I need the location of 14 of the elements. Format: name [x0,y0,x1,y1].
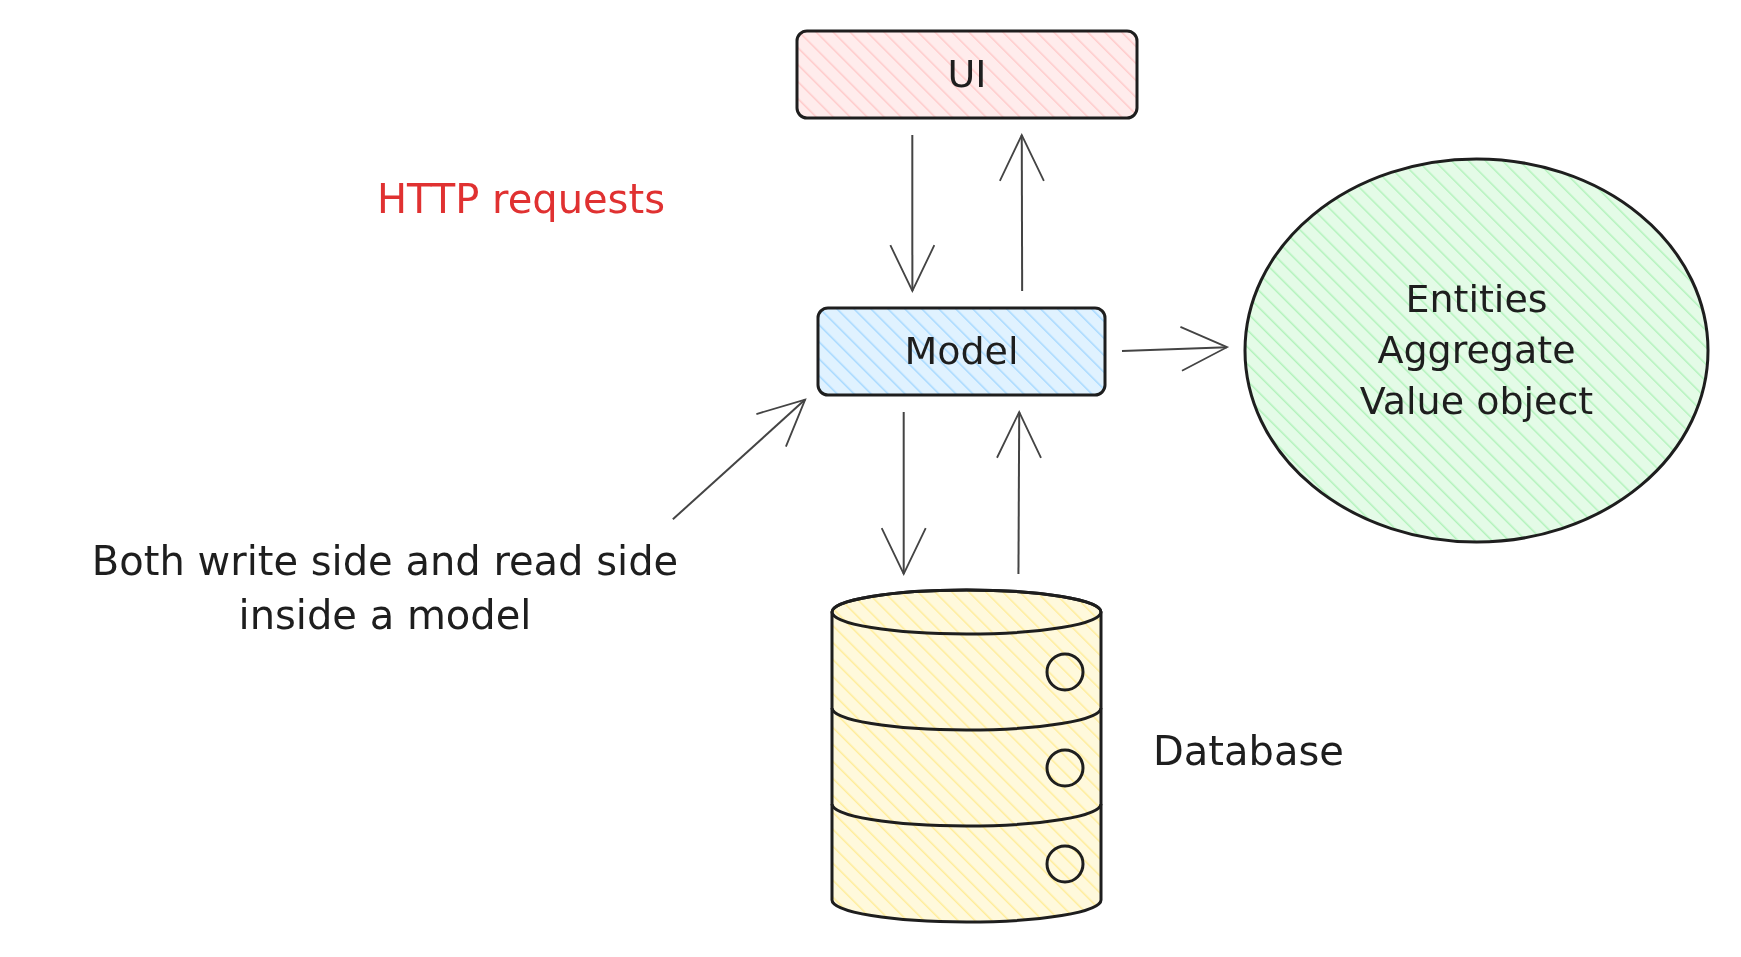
annotation-text: Both write side and read side inside a model [90,536,680,640]
arrow [1121,325,1228,372]
arrow [996,411,1042,575]
arrow [998,134,1045,292]
node-label: Value object [1359,378,1594,426]
node-label: Entities [1405,275,1548,323]
node-label: Model [904,327,1019,375]
arrow [889,134,936,292]
node-label: UI [947,50,987,98]
node-label: Aggregate [1377,326,1576,374]
annotation-label: HTTP requests [377,176,665,222]
arrow [671,398,807,521]
arrow [880,411,927,575]
node-caption: Database [1153,728,1344,774]
